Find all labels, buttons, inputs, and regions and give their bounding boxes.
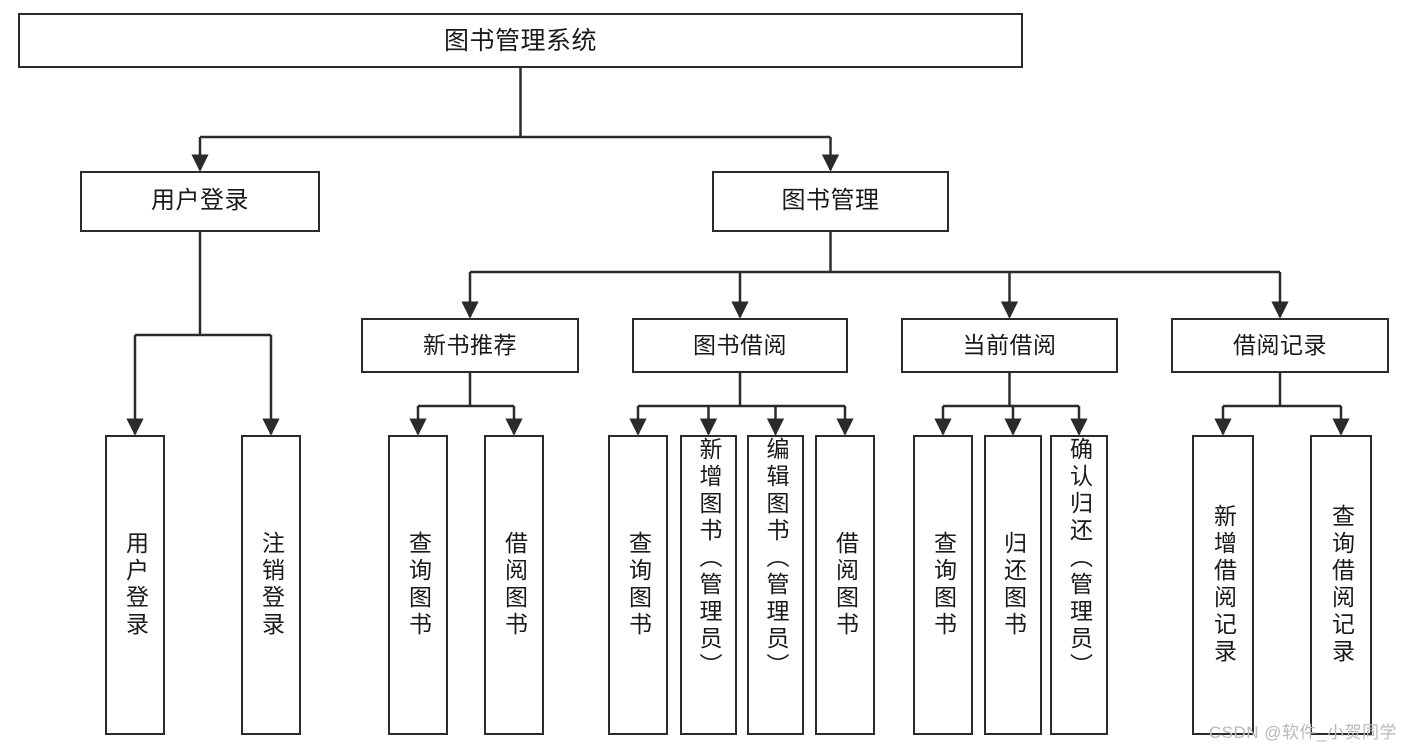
node-add-book-admin-label: 新增图书（管理员） [696,437,722,680]
node-root[interactable]: 图书管理系统 [18,13,1023,68]
watermark: CSDN @软件_小贺同学 [1208,723,1397,742]
node-borrow-record-label: 借阅记录 [1233,331,1327,358]
node-confirm-return-label: 确认归还（管理员） [1066,437,1093,680]
node-borrow-book-2[interactable]: 借阅图书 [815,435,875,735]
node-book-manage-label: 图书管理 [781,187,880,215]
node-current-borrow-label: 当前借阅 [962,331,1057,358]
node-new-book-recommend-label: 新书推荐 [423,331,517,358]
node-logout-label: 注销登录 [258,531,285,639]
node-query-book-1[interactable]: 查询图书 [388,435,448,735]
node-query-borrow-rec[interactable]: 查询借阅记录 [1310,435,1372,735]
node-borrow-book-1[interactable]: 借阅图书 [484,435,544,735]
node-borrow-book-2-label: 借阅图书 [832,531,859,639]
node-query-book-2-label: 查询图书 [625,531,652,639]
node-current-borrow[interactable]: 当前借阅 [901,318,1118,373]
node-add-borrow-record-label: 新增借阅记录 [1210,504,1237,666]
node-confirm-return[interactable]: 确认归还（管理员） [1050,435,1108,735]
node-user-login[interactable]: 用户登录 [80,171,320,232]
node-add-book-admin[interactable]: 新增图书（管理员） [680,435,737,735]
node-user-login[interactable]: 用户登录 [105,435,165,735]
node-query-book-3[interactable]: 查询图书 [913,435,973,735]
node-borrow-record[interactable]: 借阅记录 [1171,318,1389,373]
node-return-book-label: 归还图书 [1000,531,1027,639]
node-edit-book-admin[interactable]: 编辑图书（管理员） [747,435,804,735]
node-logout[interactable]: 注销登录 [241,435,301,735]
node-user-login-label: 用户登录 [122,531,149,639]
node-new-book-recommend[interactable]: 新书推荐 [361,318,579,373]
node-query-book-2[interactable]: 查询图书 [608,435,668,735]
node-query-book-1-label: 查询图书 [405,531,432,639]
node-query-book-3-label: 查询图书 [930,531,957,639]
node-book-borrow[interactable]: 图书借阅 [632,318,848,373]
node-book-borrow-label: 图书借阅 [693,331,787,358]
node-query-borrow-rec-label: 查询借阅记录 [1328,504,1355,666]
node-add-borrow-record[interactable]: 新增借阅记录 [1192,435,1254,735]
node-return-book[interactable]: 归还图书 [984,435,1042,735]
node-user-login-label: 用户登录 [151,187,249,215]
node-borrow-book-1-label: 借阅图书 [501,531,528,639]
node-root-label: 图书管理系统 [443,26,597,55]
node-edit-book-admin-label: 编辑图书（管理员） [763,437,789,680]
node-book-manage[interactable]: 图书管理 [712,171,949,232]
